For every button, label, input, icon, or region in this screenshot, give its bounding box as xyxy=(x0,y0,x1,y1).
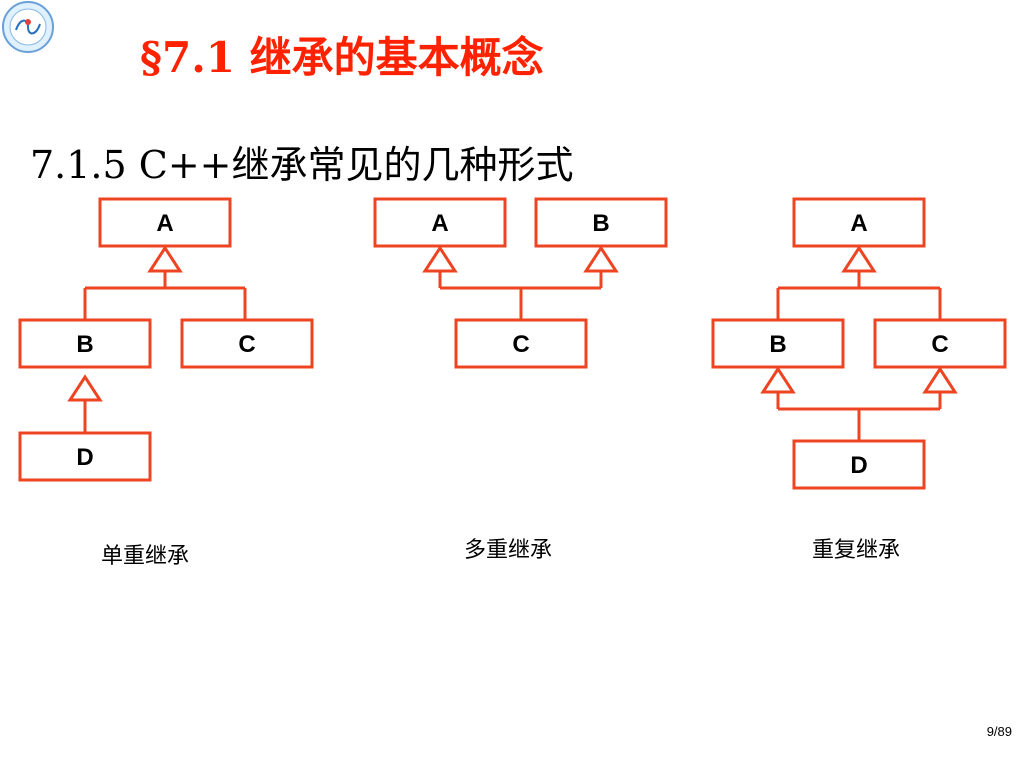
class-box-a xyxy=(98,197,232,248)
caption-repeated-inheritance: 重复继承 xyxy=(812,538,901,563)
class-box-d xyxy=(18,431,152,482)
slide-title: §7.1 继承的基本概念 xyxy=(140,33,544,82)
inheritance-arrow xyxy=(922,366,958,394)
class-label: D xyxy=(850,452,867,479)
class-box-b xyxy=(711,318,845,369)
inheritance-arrow xyxy=(147,245,183,273)
class-box-d xyxy=(792,439,926,490)
inheritance-arrow xyxy=(422,245,458,273)
class-box-c xyxy=(873,318,1007,369)
class-label: B xyxy=(76,331,93,358)
class-box-c xyxy=(180,318,314,369)
class-label: B xyxy=(769,331,786,358)
university-logo xyxy=(2,1,54,53)
caption-multiple-inheritance: 多重继承 xyxy=(464,538,553,563)
page-number: 9/89 xyxy=(986,724,1012,739)
class-label: A xyxy=(156,210,173,237)
inheritance-arrow xyxy=(583,245,619,273)
class-label: C xyxy=(238,331,255,358)
slide-subtitle: 7.1.5 C++继承常见的几种形式 xyxy=(30,143,574,187)
class-label: A xyxy=(431,210,448,237)
class-label: D xyxy=(76,444,93,471)
inheritance-arrow xyxy=(67,374,103,402)
inheritance-arrow xyxy=(760,366,796,394)
class-label: C xyxy=(931,331,948,358)
class-label: A xyxy=(850,210,867,237)
caption-single-inheritance: 单重继承 xyxy=(101,544,190,569)
inheritance-arrow xyxy=(841,245,877,273)
class-label: C xyxy=(512,331,529,358)
class-label: B xyxy=(592,210,609,237)
class-box-a xyxy=(373,197,507,248)
class-box-b xyxy=(534,197,668,248)
